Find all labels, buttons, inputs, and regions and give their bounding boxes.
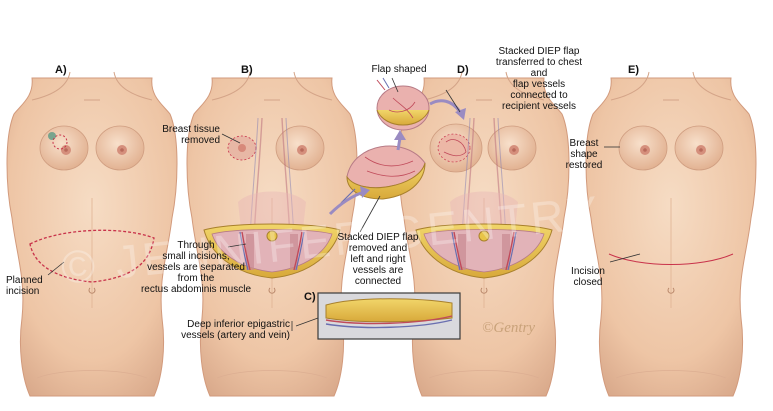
panel-letter-d: D) (457, 64, 469, 76)
label-through-small-incisions: Through small incisions, vessels are sep… (140, 240, 252, 295)
detail-box-c (317, 292, 461, 340)
flap-shaped (376, 77, 430, 131)
artist-signature: ©Gentry (482, 320, 535, 336)
label-breast-shape-restored: Breast shape restored (565, 138, 603, 171)
panel-letter-b: B) (241, 64, 253, 76)
arrowhead-up (394, 130, 406, 140)
label-stacked-flap-transferred: Stacked DIEP flap transferred to chest a… (495, 46, 583, 112)
label-flap-shaped: Flap shaped (371, 64, 427, 75)
leader-lines (47, 77, 641, 331)
panel-d-torso (398, 71, 570, 397)
label-breast-tissue-removed: Breast tissue removed (162, 124, 220, 146)
panel-letter-a: A) (55, 64, 67, 76)
panel-letter-c: C) (304, 291, 316, 303)
panel-e-torso (585, 71, 757, 397)
label-deep-inferior-epigastric: Deep inferior epigastric vessels (artery… (181, 319, 290, 341)
arrowhead-from-abdomen (360, 186, 370, 198)
label-stacked-flap-removed: Stacked DIEP flap removed and left and r… (337, 232, 419, 287)
arrowhead-chest (455, 108, 466, 120)
arrow-from-abdomen (328, 190, 365, 216)
label-planned-incision: Planned incision (6, 275, 43, 297)
panel-letter-e: E) (628, 64, 639, 76)
panel-a-torso (6, 71, 178, 397)
label-incision-closed: Incision closed (571, 266, 605, 288)
panel-b-torso (186, 71, 358, 397)
